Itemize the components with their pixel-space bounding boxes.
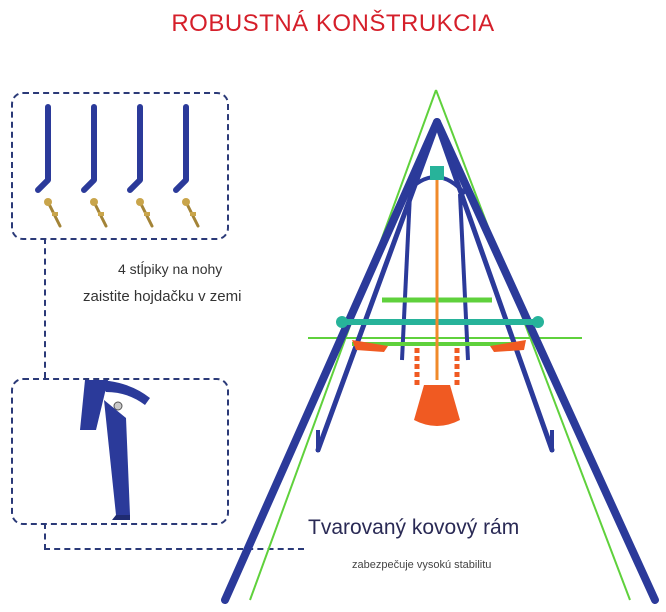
page-title: ROBUSTNÁ KONŠTRUKCIA	[171, 10, 495, 37]
frame-caption-title: Tvarovaný kovový rám	[308, 516, 520, 539]
parts-caption-line2: zaistite hojdačku v zemi	[83, 288, 242, 305]
dashed-connector	[44, 523, 46, 550]
frame-caption-subtitle: zabezpečuje vysokú stabilitu	[352, 559, 492, 571]
bolt-icon	[46, 200, 200, 228]
dashed-connector	[44, 548, 304, 550]
dashed-connector	[44, 238, 46, 378]
ground-stake-icon	[45, 104, 189, 110]
ground-stake-icon	[35, 105, 189, 193]
leg-detail-icon	[80, 380, 150, 520]
bolt-icon	[44, 198, 196, 216]
swing-frame-illustration	[221, 89, 659, 604]
parts-caption-line1: 4 stĺpiky na nohy	[118, 261, 223, 277]
